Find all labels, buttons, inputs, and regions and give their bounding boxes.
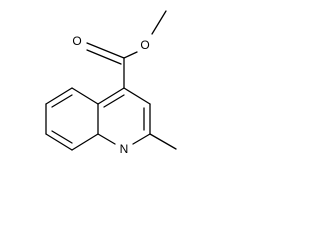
bond-c2-n1: [132, 133, 151, 145]
ester-oxygen-label: O: [140, 38, 149, 52]
bond-c4a-c4-inner: [103, 94, 125, 108]
bond-c2-methyl: [149, 133, 177, 150]
bond-c7-c8: [45, 133, 73, 151]
carbonyl-oxygen-label: O: [72, 34, 81, 48]
bond-carbonyl-double-a: [86, 42, 125, 59]
bond-c4-c3: [123, 87, 151, 105]
bond-carbonyl-double-b: [86, 49, 122, 65]
bond-c5-c6: [45, 87, 73, 105]
bond-methyl-oxygen: [151, 10, 167, 35]
ring-nitrogen-label: N: [120, 142, 129, 156]
bond-c5-c6-inner: [51, 94, 73, 108]
bond-c4a-c4: [97, 87, 125, 105]
bond-ester-oxygen-carbonyl-carbon: [123, 51, 138, 59]
bond-c8-c8a: [71, 133, 99, 151]
bond-c7-c8-inner: [51, 130, 73, 144]
molecule-structure: O O N: [45, 10, 177, 156]
bond-c4a-c5: [71, 87, 99, 105]
bond-n1-c8a: [97, 133, 116, 145]
